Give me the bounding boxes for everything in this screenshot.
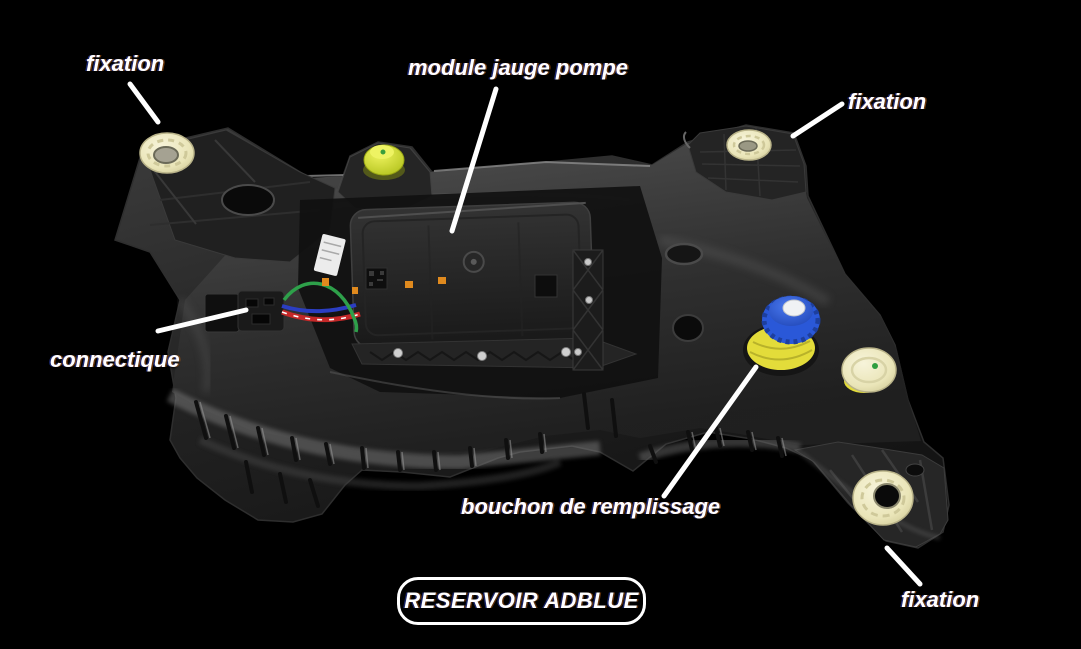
- module-sticker: [313, 234, 346, 276]
- leader-line-module: [449, 86, 499, 234]
- tank-surface-details: [534, 242, 704, 371]
- title-box: RESERVOIR ADBLUE: [397, 577, 646, 625]
- leader-line-fixation-top-right: [790, 101, 845, 139]
- mounting-grommet-top-left: [139, 132, 195, 174]
- title-text: RESERVOIR ADBLUE: [404, 588, 639, 613]
- wiring-harness: [281, 277, 446, 333]
- wire-green: [282, 281, 359, 333]
- mounting-grommet-mid-right: [841, 347, 897, 393]
- leader-line-bouchon: [661, 364, 759, 499]
- leader-line-fixation-bottom-right: [884, 545, 923, 587]
- leader-line-fixation-top-left: [127, 81, 161, 125]
- module-qr-code: [365, 267, 388, 290]
- leader-lines: [127, 81, 923, 587]
- wire-clips: [322, 277, 446, 294]
- module-lower-rim: [351, 337, 638, 369]
- vent-cap: [363, 144, 405, 180]
- label-fixation-top-left: fixation: [86, 51, 165, 76]
- label-connectique: connectique: [50, 347, 180, 372]
- filler-cap: [743, 295, 821, 376]
- leader-line-connectique: [155, 307, 249, 334]
- label-module-jauge-pompe: module jauge pompe: [408, 55, 629, 80]
- label-bouchon-remplissage: bouchon de remplissage: [461, 494, 721, 519]
- mounting-grommet-bottom-right: [852, 470, 914, 526]
- ribbed-skirt: [166, 388, 801, 508]
- label-fixation-bottom-right: fixation: [901, 587, 980, 612]
- electrical-connector: [204, 290, 285, 333]
- mounting-grommet-top-right: [726, 129, 772, 161]
- label-fixation-top-right: fixation: [848, 89, 927, 114]
